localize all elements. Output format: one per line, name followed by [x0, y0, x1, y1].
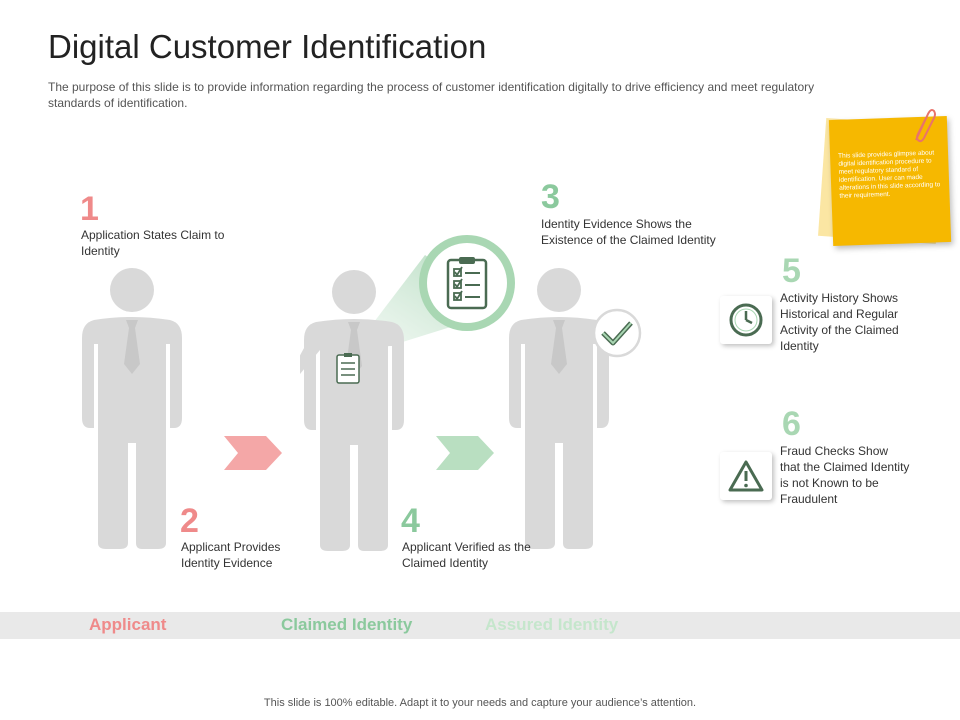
page-title: Digital Customer Identification	[48, 28, 487, 65]
paperclip-icon	[915, 109, 936, 143]
arrow-chevron-icon	[224, 436, 282, 470]
document-icon	[336, 353, 360, 384]
step-text: Application States Claim to Identity	[81, 228, 225, 258]
step-number: 5	[782, 252, 801, 290]
arrow-chevron-icon	[436, 436, 494, 470]
checkmark-icon	[592, 308, 642, 358]
person-silhouette-icon	[300, 270, 404, 551]
clipboard-checklist-icon	[446, 257, 488, 310]
person-silhouette-icon	[82, 268, 182, 549]
step-number: 3	[541, 178, 560, 216]
step-text: Applicant Provides Identity Evidence	[181, 540, 281, 570]
step-number: 6	[782, 405, 801, 443]
page-subtitle: The purpose of this slide is to provide …	[48, 80, 815, 110]
stage-label-claimed-identity: Claimed Identity	[281, 615, 413, 634]
stage-band	[0, 612, 960, 639]
step-number: 2	[180, 502, 199, 540]
footer-note: This slide is 100% editable. Adapt it to…	[263, 697, 697, 709]
step-text: Activity History Shows Historical and Re…	[780, 291, 899, 353]
stage-label-assured-identity: Assured Identity	[485, 615, 619, 634]
step-number: 4	[401, 502, 420, 540]
person-silhouette-icon	[509, 268, 609, 549]
clock-icon	[729, 303, 763, 337]
step-number: 1	[80, 190, 99, 228]
step-text: Identity Evidence Shows the Existence of…	[541, 217, 716, 247]
warning-icon	[728, 460, 764, 492]
stage-label-applicant: Applicant	[89, 615, 167, 634]
step-text: Applicant Verified as the Claimed Identi…	[402, 540, 531, 570]
clock-icon-box	[720, 296, 772, 344]
warning-icon-box	[720, 452, 772, 500]
step-text: Fraud Checks Show that the Claimed Ident…	[780, 444, 910, 506]
